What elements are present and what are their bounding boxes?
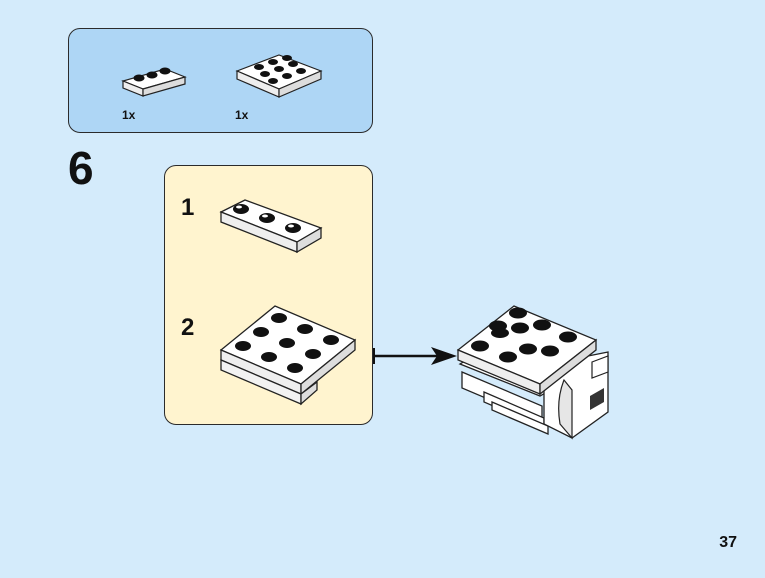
subassembly-panel: 1 2 (164, 165, 373, 425)
plate-1x3-icon (121, 67, 187, 97)
plate-3x3-icon (235, 54, 323, 98)
step-number: 6 (68, 142, 94, 194)
substep-1-number: 1 (181, 194, 195, 221)
substep-1-plate-1x3 (219, 199, 323, 254)
arrow-right-icon (373, 347, 457, 365)
substep-2-number: 2 (181, 314, 195, 341)
substep-2-plate-3x3 (219, 305, 357, 406)
parts-qty-1: 1x (122, 108, 136, 122)
page-number: 37 (719, 534, 737, 551)
parts-qty-2: 1x (235, 108, 249, 122)
parts-list-panel: 1x 1x (68, 28, 373, 133)
model-assembly (456, 305, 609, 440)
